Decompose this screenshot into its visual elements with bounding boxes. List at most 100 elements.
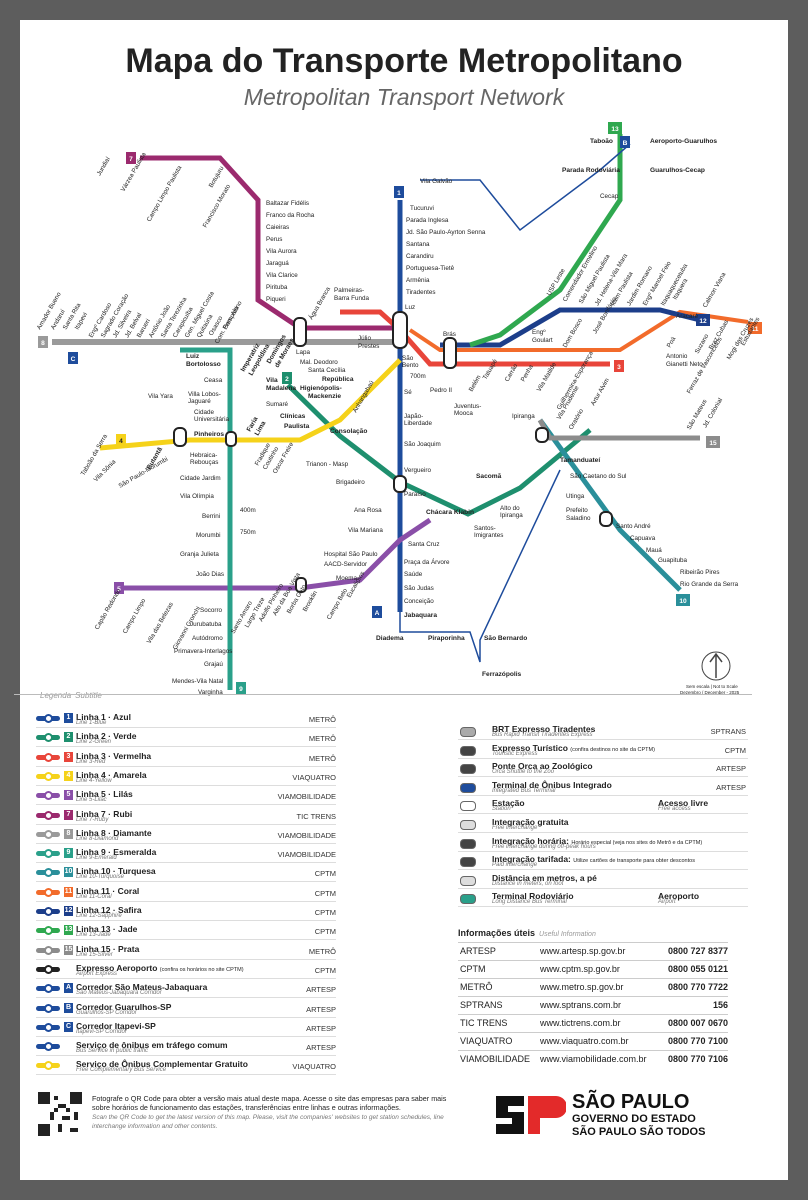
station-japao[interactable]: Japão- — [404, 413, 423, 420]
station-moema[interactable]: Moema — [336, 575, 357, 582]
station-rio-grande-da-serra[interactable]: Rio Grande da Serra — [680, 581, 739, 588]
line-1-badge[interactable] — [394, 186, 404, 198]
station-jundiai[interactable]: Jundiaí — [96, 156, 112, 177]
station-giovanni-gronchi[interactable]: Giovanni Gronchi — [172, 605, 202, 651]
station-sao-bernardo[interactable]: São Bernardo — [484, 635, 527, 642]
station-calmon-viana[interactable]: Calmon Viana — [702, 271, 728, 309]
station-sao-bento[interactable]: São — [402, 355, 414, 362]
corridor-c-badge[interactable] — [68, 352, 78, 364]
station-dom-bosco[interactable]: Dom Bosco — [562, 317, 585, 349]
station-luiz[interactable]: Luiz — [186, 353, 200, 360]
station-madalena[interactable]: Madalena — [266, 385, 296, 392]
station-julio[interactable]: Júlio — [358, 335, 371, 342]
station-franco-da-rocha[interactable]: Franco da Rocha — [266, 212, 315, 219]
station-parada-inglesa[interactable]: Parada Inglesa — [406, 217, 449, 224]
station-vila-olimpia[interactable]: Vila Olímpia — [180, 493, 214, 500]
info-site-link[interactable]: www.metro.sp.gov.br — [540, 982, 624, 992]
station-jaguare[interactable]: Jaguaré — [188, 398, 211, 405]
station-alto-ipiranga-2[interactable]: Ipiranga — [500, 512, 523, 519]
station-goulart[interactable]: Goulart — [532, 337, 553, 344]
station-sao-paulo-morumbi[interactable]: São Paulo-Morumbi — [118, 456, 170, 490]
station-cidade-jardim[interactable]: Cidade Jardim — [180, 475, 221, 482]
interchange-marker[interactable] — [225, 431, 237, 447]
station-hospital-sao-paulo[interactable]: Hospital São Paulo — [324, 551, 378, 558]
info-phone[interactable]: 0800 055 0121 — [667, 964, 728, 974]
station-ana-rosa[interactable]: Ana Rosa — [354, 507, 382, 514]
station-conceicao[interactable]: Conceição — [404, 598, 434, 605]
station-santa-cruz[interactable]: Santa Cruz — [408, 541, 440, 548]
line-13-badge[interactable] — [608, 122, 622, 134]
info-site-link[interactable]: www.viaquatro.com.br — [540, 1036, 629, 1046]
info-phone[interactable]: 156 — [712, 1000, 728, 1010]
station-tamanduatei[interactable]: Tamanduateí — [560, 457, 601, 464]
station-eng-goulart[interactable]: Engº — [532, 329, 546, 336]
station-primavera-interlagos[interactable]: Primavera-Interlagos — [174, 648, 232, 655]
station-aacd-servidor[interactable]: AACD-Servidor — [324, 561, 367, 568]
station-trianon-masp[interactable]: Trianon - Masp — [306, 461, 349, 468]
interchange-marker[interactable] — [535, 427, 549, 443]
station-paulista[interactable]: Paulista — [284, 423, 310, 430]
station-guapituba[interactable]: Guapituba — [658, 557, 688, 564]
station-sacoma[interactable]: Sacomã — [476, 473, 502, 480]
station-vila-yara[interactable]: Vila Yara — [148, 393, 173, 400]
station-vila-clarice[interactable]: Vila Clarice — [266, 272, 298, 279]
station-prestes[interactable]: Prestes — [358, 343, 379, 350]
line-10-badge[interactable] — [676, 594, 690, 606]
station-varginha[interactable]: Varginha — [198, 689, 223, 696]
info-phone[interactable]: 0800 770 7106 — [667, 1054, 728, 1064]
transit-map[interactable]: 7 1 13 8 4 5 9 10 11 12 15 2 3 A B C Jun… — [0, 0, 808, 700]
station-utinga[interactable]: Utinga — [566, 493, 585, 500]
station-perus[interactable]: Perus — [266, 236, 282, 243]
station-agua-branca[interactable]: Água Branca — [306, 285, 332, 321]
station-pinheiros[interactable]: Pinheiros — [194, 431, 224, 438]
station-francisco-morato[interactable]: Francisco Morato — [202, 183, 233, 229]
station-bortolosso[interactable]: Bortolosso — [186, 361, 221, 368]
info-site-link[interactable]: www.tictrens.com.br — [540, 1018, 621, 1028]
line-4-badge[interactable] — [116, 434, 126, 446]
station-sao-bento-2[interactable]: Bento — [402, 362, 419, 369]
station-guarulhos-cecap[interactable]: Guarulhos-Cecap — [650, 167, 705, 174]
station-aeroporto-guarulhos[interactable]: Aeroporto-Guarulhos — [650, 138, 717, 145]
station-piqueri[interactable]: Piqueri — [266, 296, 286, 303]
station-antonio[interactable]: Antonio — [666, 353, 688, 360]
station-luz[interactable]: Luz — [405, 304, 415, 311]
station-anhangabau[interactable]: Anhangabaú — [352, 379, 376, 414]
info-site-link[interactable]: www.sptrans.com.br — [540, 1000, 622, 1010]
station-juventus[interactable]: Juventus- — [454, 403, 481, 410]
station-sao-caetano[interactable]: São Caetano do Sul — [570, 473, 626, 480]
station-jabaquara[interactable]: Jabaquara — [404, 612, 437, 619]
line-5-badge[interactable] — [114, 582, 124, 594]
interchange-marker[interactable] — [443, 337, 457, 369]
station-joao-dias[interactable]: João Dias — [196, 571, 224, 578]
station-grajau[interactable]: Grajaú — [204, 661, 223, 668]
station-ferrazopolis[interactable]: Ferrazópolis — [482, 671, 522, 678]
station-tucuruvi[interactable]: Tucuruvi — [410, 205, 434, 212]
station-republica[interactable]: República — [322, 376, 354, 383]
station-imigrantes[interactable]: Imigrantes — [474, 532, 503, 539]
station-vila[interactable]: Vila — [266, 377, 278, 384]
station-guilhermina[interactable]: Guilhermina-Esperança — [556, 350, 595, 411]
station-mogi[interactable]: Mogi das Cruzes — [726, 317, 756, 361]
corridor-b-badge[interactable] — [620, 136, 630, 148]
station-ipiranga[interactable]: Ipiranga — [512, 413, 535, 420]
interchange-marker[interactable] — [293, 317, 307, 347]
line-7-badge[interactable] — [126, 152, 136, 164]
station-morumbi[interactable]: Morumbi — [196, 532, 221, 539]
station-pedro-ii[interactable]: Pedro II — [430, 387, 452, 394]
interchange-marker[interactable] — [173, 427, 187, 447]
station-artur-alvim[interactable]: Artur Alvim — [590, 377, 611, 407]
station-sao-miguel-paulista[interactable]: São Miguel Paulista — [578, 253, 612, 305]
station-sumare[interactable]: Sumaré — [266, 401, 289, 408]
station-caieiras[interactable]: Caieiras — [266, 224, 289, 231]
station-parada-rodoviaria[interactable]: Parada Rodoviária — [562, 167, 620, 174]
line-12-badge[interactable] — [696, 314, 710, 326]
station-villa-lobos[interactable]: Villa Lobos- — [188, 391, 221, 398]
station-diadema[interactable]: Diadema — [376, 635, 404, 642]
station-barra-funda[interactable]: Barra Funda — [334, 295, 369, 302]
station-autodromo[interactable]: Autódromo — [192, 635, 223, 642]
station-antonio-gianetti[interactable]: Gianetti Neto — [666, 361, 703, 368]
station-botujuru[interactable]: Botujuru — [208, 165, 226, 189]
station-santana[interactable]: Santana — [406, 241, 430, 248]
info-site-link[interactable]: www.viamobilidade.com.br — [540, 1054, 647, 1064]
station-belem[interactable]: Belém — [468, 374, 483, 393]
